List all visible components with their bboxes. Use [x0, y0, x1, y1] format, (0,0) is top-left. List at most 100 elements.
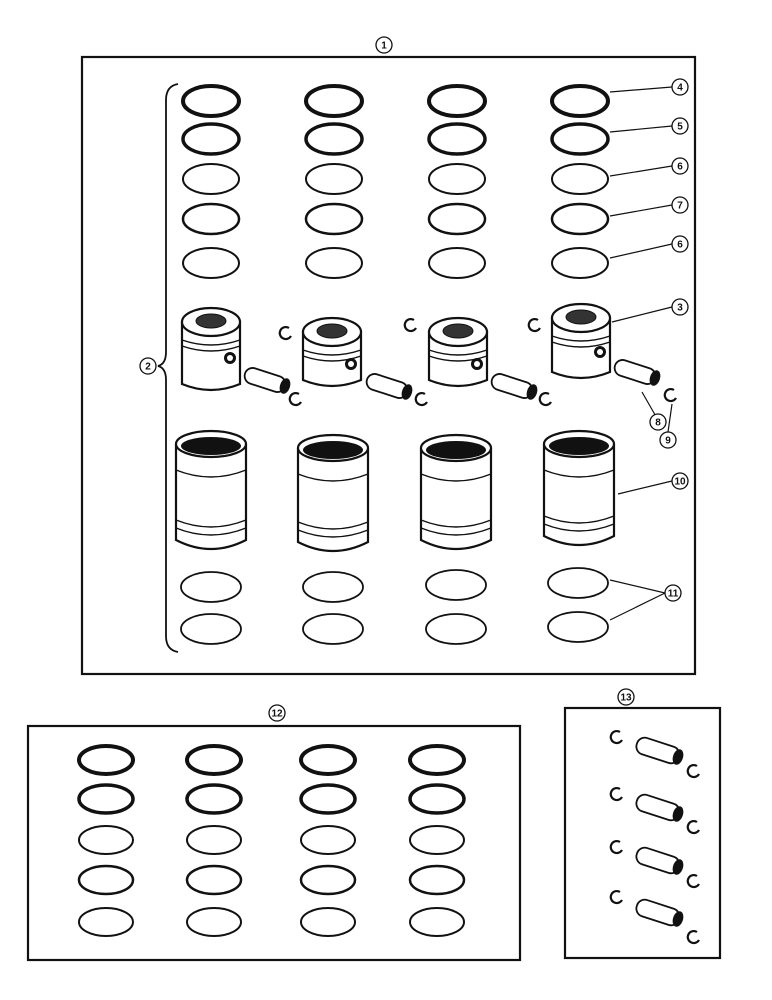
- piston-ring: [427, 122, 487, 156]
- callout-6b: 6: [671, 235, 689, 253]
- piston-ring: [427, 84, 487, 118]
- ring-set-group: [77, 744, 466, 937]
- pin-retainer: [527, 317, 541, 333]
- piston-ring: [182, 163, 240, 195]
- svg-text:11: 11: [668, 589, 679, 600]
- pin-retainer: [609, 786, 623, 802]
- piston-ring: [182, 247, 240, 279]
- callout-9: 9: [659, 431, 677, 449]
- callout-7: 7: [671, 196, 689, 214]
- piston-ring: [408, 783, 466, 815]
- sleeve-seal-group: [180, 567, 609, 645]
- piston-ring: [304, 122, 364, 156]
- pin-retainer: [686, 819, 700, 835]
- piston-ring: [299, 744, 357, 776]
- callout-leaders: [609, 86, 673, 621]
- pin-retainer: [686, 763, 700, 779]
- piston-assembly-3: [403, 316, 552, 407]
- callout-8: 8: [649, 413, 667, 431]
- piston-ring: [428, 163, 486, 195]
- callout-1: 1: [375, 36, 393, 54]
- callout-11: 11: [664, 584, 682, 602]
- pin-set-2: [609, 786, 700, 835]
- pin-retainer: [414, 391, 428, 407]
- piston-ring: [550, 84, 610, 118]
- pin-retainer: [538, 391, 552, 407]
- piston-pin: [243, 367, 291, 394]
- pin-retainer: [686, 929, 700, 945]
- piston-ring: [185, 783, 243, 815]
- piston-ring: [428, 247, 486, 279]
- cylinder-sleeve: [419, 433, 493, 550]
- cylinder-sleeve: [174, 429, 248, 550]
- svg-text:6: 6: [677, 162, 683, 173]
- callout-4: 4: [671, 78, 689, 96]
- svg-text:1: 1: [381, 41, 387, 52]
- piston-ring: [78, 907, 134, 937]
- pin-set-3: [609, 839, 700, 889]
- piston-ring: [77, 864, 135, 896]
- piston-ring: [305, 247, 363, 279]
- svg-text:12: 12: [271, 709, 283, 720]
- piston-pin: [613, 359, 661, 386]
- piston-ring: [304, 202, 364, 236]
- pin-retainer: [288, 391, 302, 407]
- kit-panel-main: 1 2: [80, 36, 697, 676]
- pin-retainer: [278, 325, 292, 341]
- pin-set-1: [609, 729, 700, 779]
- pin-retainer: [609, 729, 623, 745]
- piston-ring-group: [181, 84, 610, 279]
- cylinder-sleeve: [296, 433, 370, 552]
- piston-ring: [551, 163, 609, 195]
- sleeve-seal: [302, 571, 364, 603]
- svg-text:8: 8: [655, 418, 661, 429]
- piston-ring: [299, 783, 357, 815]
- callout-12: 12: [268, 704, 286, 722]
- piston-ring: [186, 825, 242, 855]
- piston-ring: [185, 744, 243, 776]
- pin-retainer: [609, 839, 623, 855]
- svg-text:2: 2: [145, 362, 151, 373]
- piston-ring: [550, 202, 610, 236]
- set-brace: [157, 83, 179, 653]
- callout-13: 13: [617, 688, 635, 706]
- sleeve-seal: [180, 613, 242, 645]
- callout-6a: 6: [671, 157, 689, 175]
- piston-ring: [409, 825, 465, 855]
- cylinder-sleeve-group: [174, 429, 616, 552]
- svg-text:9: 9: [665, 436, 671, 447]
- piston-ring: [186, 907, 242, 937]
- piston-pin: [490, 373, 538, 400]
- svg-text:13: 13: [620, 693, 632, 704]
- sleeve-seal: [425, 613, 487, 645]
- svg-text:4: 4: [677, 83, 683, 94]
- piston-ring: [305, 163, 363, 195]
- piston-ring: [185, 864, 243, 896]
- pin-retainer: [403, 317, 417, 333]
- callout-10: 10: [671, 472, 689, 490]
- piston-ring: [427, 202, 487, 236]
- svg-text:10: 10: [674, 477, 686, 488]
- svg-text:6: 6: [677, 240, 683, 251]
- sleeve-seal: [180, 571, 242, 603]
- piston-assembly-2: [278, 316, 428, 407]
- piston-ring: [408, 744, 466, 776]
- piston-ring: [181, 202, 241, 236]
- sleeve-seal: [302, 613, 364, 645]
- svg-text:3: 3: [677, 303, 683, 314]
- pin-retainer: [609, 889, 623, 905]
- piston-ring: [550, 122, 610, 156]
- kit-panel-pins: 13: [563, 688, 722, 960]
- piston-ring: [408, 864, 466, 896]
- cylinder-sleeve: [542, 429, 616, 546]
- piston-assembly-1: [180, 306, 302, 407]
- kit-panel-rings: 12: [26, 704, 522, 962]
- piston-ring: [300, 907, 356, 937]
- sleeve-seal: [547, 567, 609, 599]
- piston-ring: [299, 864, 357, 896]
- piston-ring: [304, 84, 364, 118]
- callout-5: 5: [671, 117, 689, 135]
- piston-ring: [181, 122, 241, 156]
- sleeve-seal: [425, 569, 487, 601]
